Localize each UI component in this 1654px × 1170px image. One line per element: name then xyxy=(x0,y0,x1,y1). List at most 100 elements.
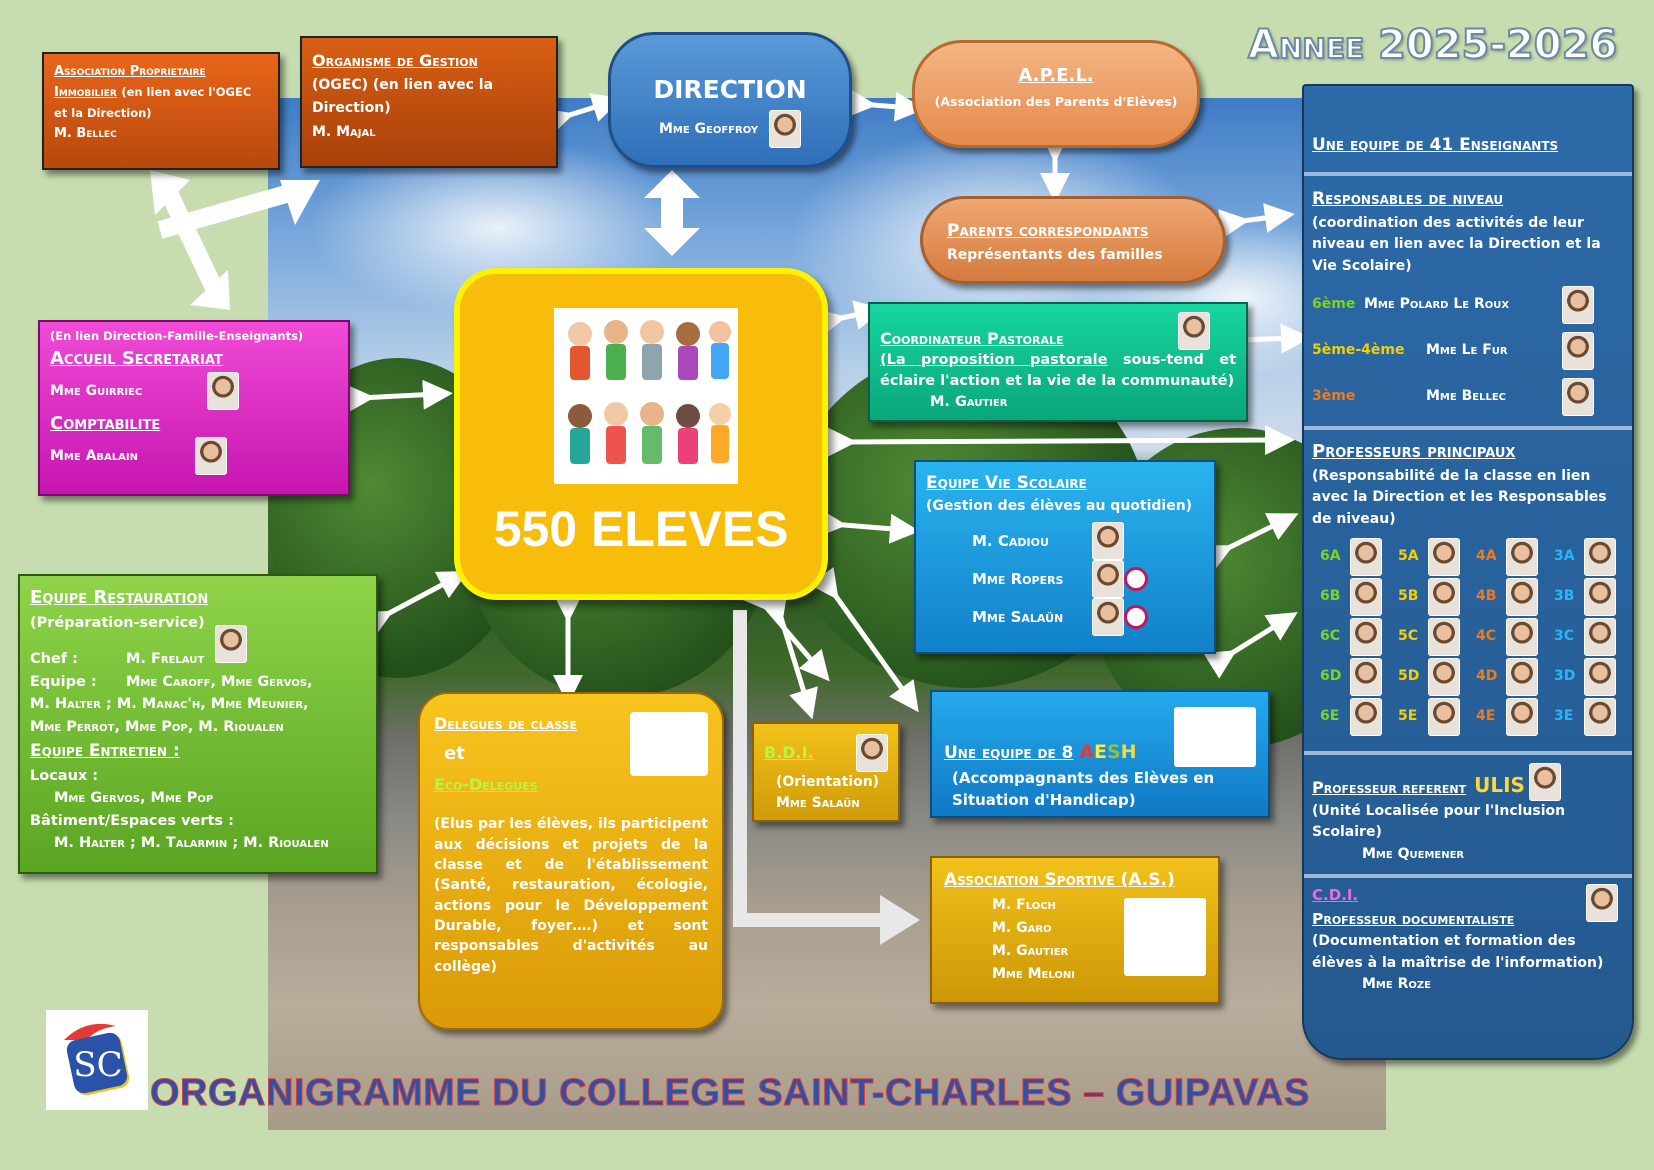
teacher-photo xyxy=(1428,697,1460,736)
delegues-title: Delegues de classe xyxy=(434,714,577,733)
class-label: 5C xyxy=(1398,627,1419,644)
school-logo: SC xyxy=(46,1010,148,1110)
bdi-box: B.D.I. (Orientation) Mme Salaün xyxy=(752,722,900,822)
vie-scolaire-photo3 xyxy=(1092,598,1124,637)
class-label: 3C xyxy=(1554,627,1575,644)
logo-text: SC xyxy=(73,1045,122,1085)
level-6-label: 6ème xyxy=(1312,295,1356,312)
year-title: Annee 2025-2026 xyxy=(1247,21,1618,69)
assoc-prop-title1: Association Proprietaire xyxy=(54,64,206,79)
teacher-photo xyxy=(1350,617,1382,656)
divider-2 xyxy=(1304,425,1632,430)
direction-photo xyxy=(769,110,802,148)
locaux-label: Locaux : xyxy=(30,767,99,784)
resp-niveau-title: Responsables de niveau xyxy=(1312,189,1504,210)
divider-1 xyxy=(1304,172,1632,177)
parents-box: Parents correspondants Représentants des… xyxy=(920,196,1226,284)
doc-photo xyxy=(1586,883,1618,922)
assoc-prop-person: M. Bellec xyxy=(54,126,117,142)
pp-desc: (Responsabilité de la classe en lien ave… xyxy=(1312,467,1607,528)
pastorale-box: Coordinateur Pastorale (La proposition p… xyxy=(868,302,1248,422)
vie-scolaire-p3: Mme Salaün xyxy=(972,607,1064,626)
class-label: 3D xyxy=(1554,667,1576,684)
bdi-title: B.D.I. xyxy=(764,743,814,762)
teacher-photo xyxy=(1428,537,1460,576)
restauration-title: Equipe Restauration xyxy=(30,587,209,608)
class-label: 4B xyxy=(1476,587,1497,604)
vie-scolaire-box: Equipe Vie Scolaire (Gestion des élèves … xyxy=(914,460,1216,654)
vie-scolaire-p1: M. Cadiou xyxy=(972,531,1049,550)
teacher-photo xyxy=(1584,697,1616,736)
teacher-photo xyxy=(1350,697,1382,736)
ulis-word: ULIS xyxy=(1474,772,1525,797)
direction-person: Mme Geoffroy xyxy=(658,121,759,137)
pastorale-title: Coordinateur Pastorale xyxy=(880,328,1064,348)
level-3-photo xyxy=(1562,377,1594,416)
parents-title: Parents correspondants xyxy=(947,221,1149,241)
equipe-line1: Mme Caroff, Mme Gervos, xyxy=(126,673,313,690)
pastorale-person: M. Gautier xyxy=(930,394,1008,411)
assoc-prop-suffix: (en lien avec l'OGEC et la Direction) xyxy=(54,84,252,120)
sport-p4: Mme Meloni xyxy=(992,966,1075,983)
vie-scolaire-badge2 xyxy=(1124,567,1148,592)
cdi-title: C.D.I. xyxy=(1312,885,1359,904)
class-label: 3A xyxy=(1554,547,1575,564)
direction-box: DIRECTION Mme Geoffroy xyxy=(608,32,852,168)
chef-label: Chef : xyxy=(30,651,78,668)
vie-scolaire-title: Equipe Vie Scolaire xyxy=(926,473,1087,493)
teacher-photo xyxy=(1350,657,1382,696)
pastorale-photo xyxy=(1178,312,1210,350)
delegues-text: (Elus par les élèves, ils participent au… xyxy=(434,816,708,975)
direction-title: DIRECTION xyxy=(653,75,807,104)
doc-title: Professeur documentaliste xyxy=(1312,910,1515,929)
class-label: 4E xyxy=(1476,707,1496,724)
accueil-note: (En lien Direction-Famille-Enseignants) xyxy=(50,329,304,343)
pp-title: Professeurs principaux xyxy=(1312,440,1516,462)
aesh-illustration xyxy=(1174,706,1256,767)
comptabilite-title: Comptabilite xyxy=(50,413,161,435)
apel-subtitle: (Association des Parents d'Elèves) xyxy=(934,94,1178,109)
bdi-subtitle: (Orientation) xyxy=(776,774,880,790)
class-label: 6B xyxy=(1320,587,1341,604)
pastorale-text: sous-tend et éclaire l'action et la vie … xyxy=(880,352,1236,390)
teacher-photo xyxy=(1584,617,1616,656)
teacher-photo xyxy=(1428,577,1460,616)
aesh-acronym: AESH xyxy=(1079,741,1137,763)
bdi-person: Mme Salaün xyxy=(776,795,860,811)
level-54-label: 5ème-4ème xyxy=(1312,341,1405,358)
aesh-desc: (Accompagnants des Elèves en Situation d… xyxy=(952,768,1215,810)
equipe-label: Equipe : xyxy=(30,673,97,690)
equipe-line2: M. Halter ; M. Manac'h, Mme Meunier, xyxy=(30,696,309,713)
class-row: 6C 5C 4C 3C xyxy=(1312,617,1624,657)
class-label: 6C xyxy=(1320,627,1341,644)
teacher-photo xyxy=(1428,617,1460,656)
ogec-line1: (OGEC) (en lien avec la Direction) xyxy=(312,77,494,117)
level-6-person: Mme Polard Le Roux xyxy=(1364,295,1510,312)
teacher-photo xyxy=(1350,537,1382,576)
restauration-subtitle: (Préparation-service) xyxy=(30,614,205,631)
accueil-person2: Mme Abalain xyxy=(50,448,138,465)
chef-person: M. Frelaut xyxy=(126,651,205,668)
footer-title: ORGANIGRAMME DU COLLEGE SAINT-CHARLES – … xyxy=(150,1072,1310,1115)
accueil-person1: Mme Guirriec xyxy=(50,383,143,400)
enseignants-title: Une equipe de 41 Enseignants xyxy=(1312,135,1559,155)
sport-p3: M. Gautier xyxy=(992,943,1069,960)
level-3-person: Mme Bellec xyxy=(1426,387,1507,404)
level-3-label: 3ème xyxy=(1312,387,1356,404)
class-label: 4C xyxy=(1476,627,1497,644)
teacher-photo xyxy=(1428,657,1460,696)
delegues-box: Delegues de classe et Eco-Delegues (Elus… xyxy=(418,692,724,1030)
ogec-title: Organisme de Gestion xyxy=(312,51,478,70)
accueil-title: Accueil Secretariat xyxy=(50,348,223,370)
class-label: 3E xyxy=(1554,707,1574,724)
delegues-illustration xyxy=(630,712,708,776)
teacher-photo xyxy=(1350,577,1382,616)
assoc-prop-title2: Immobilier xyxy=(54,84,117,100)
sport-p1: M. Floch xyxy=(992,897,1056,914)
equipe-line3: Mme Perrot, Mme Pop, M. Rioualen xyxy=(30,718,284,735)
